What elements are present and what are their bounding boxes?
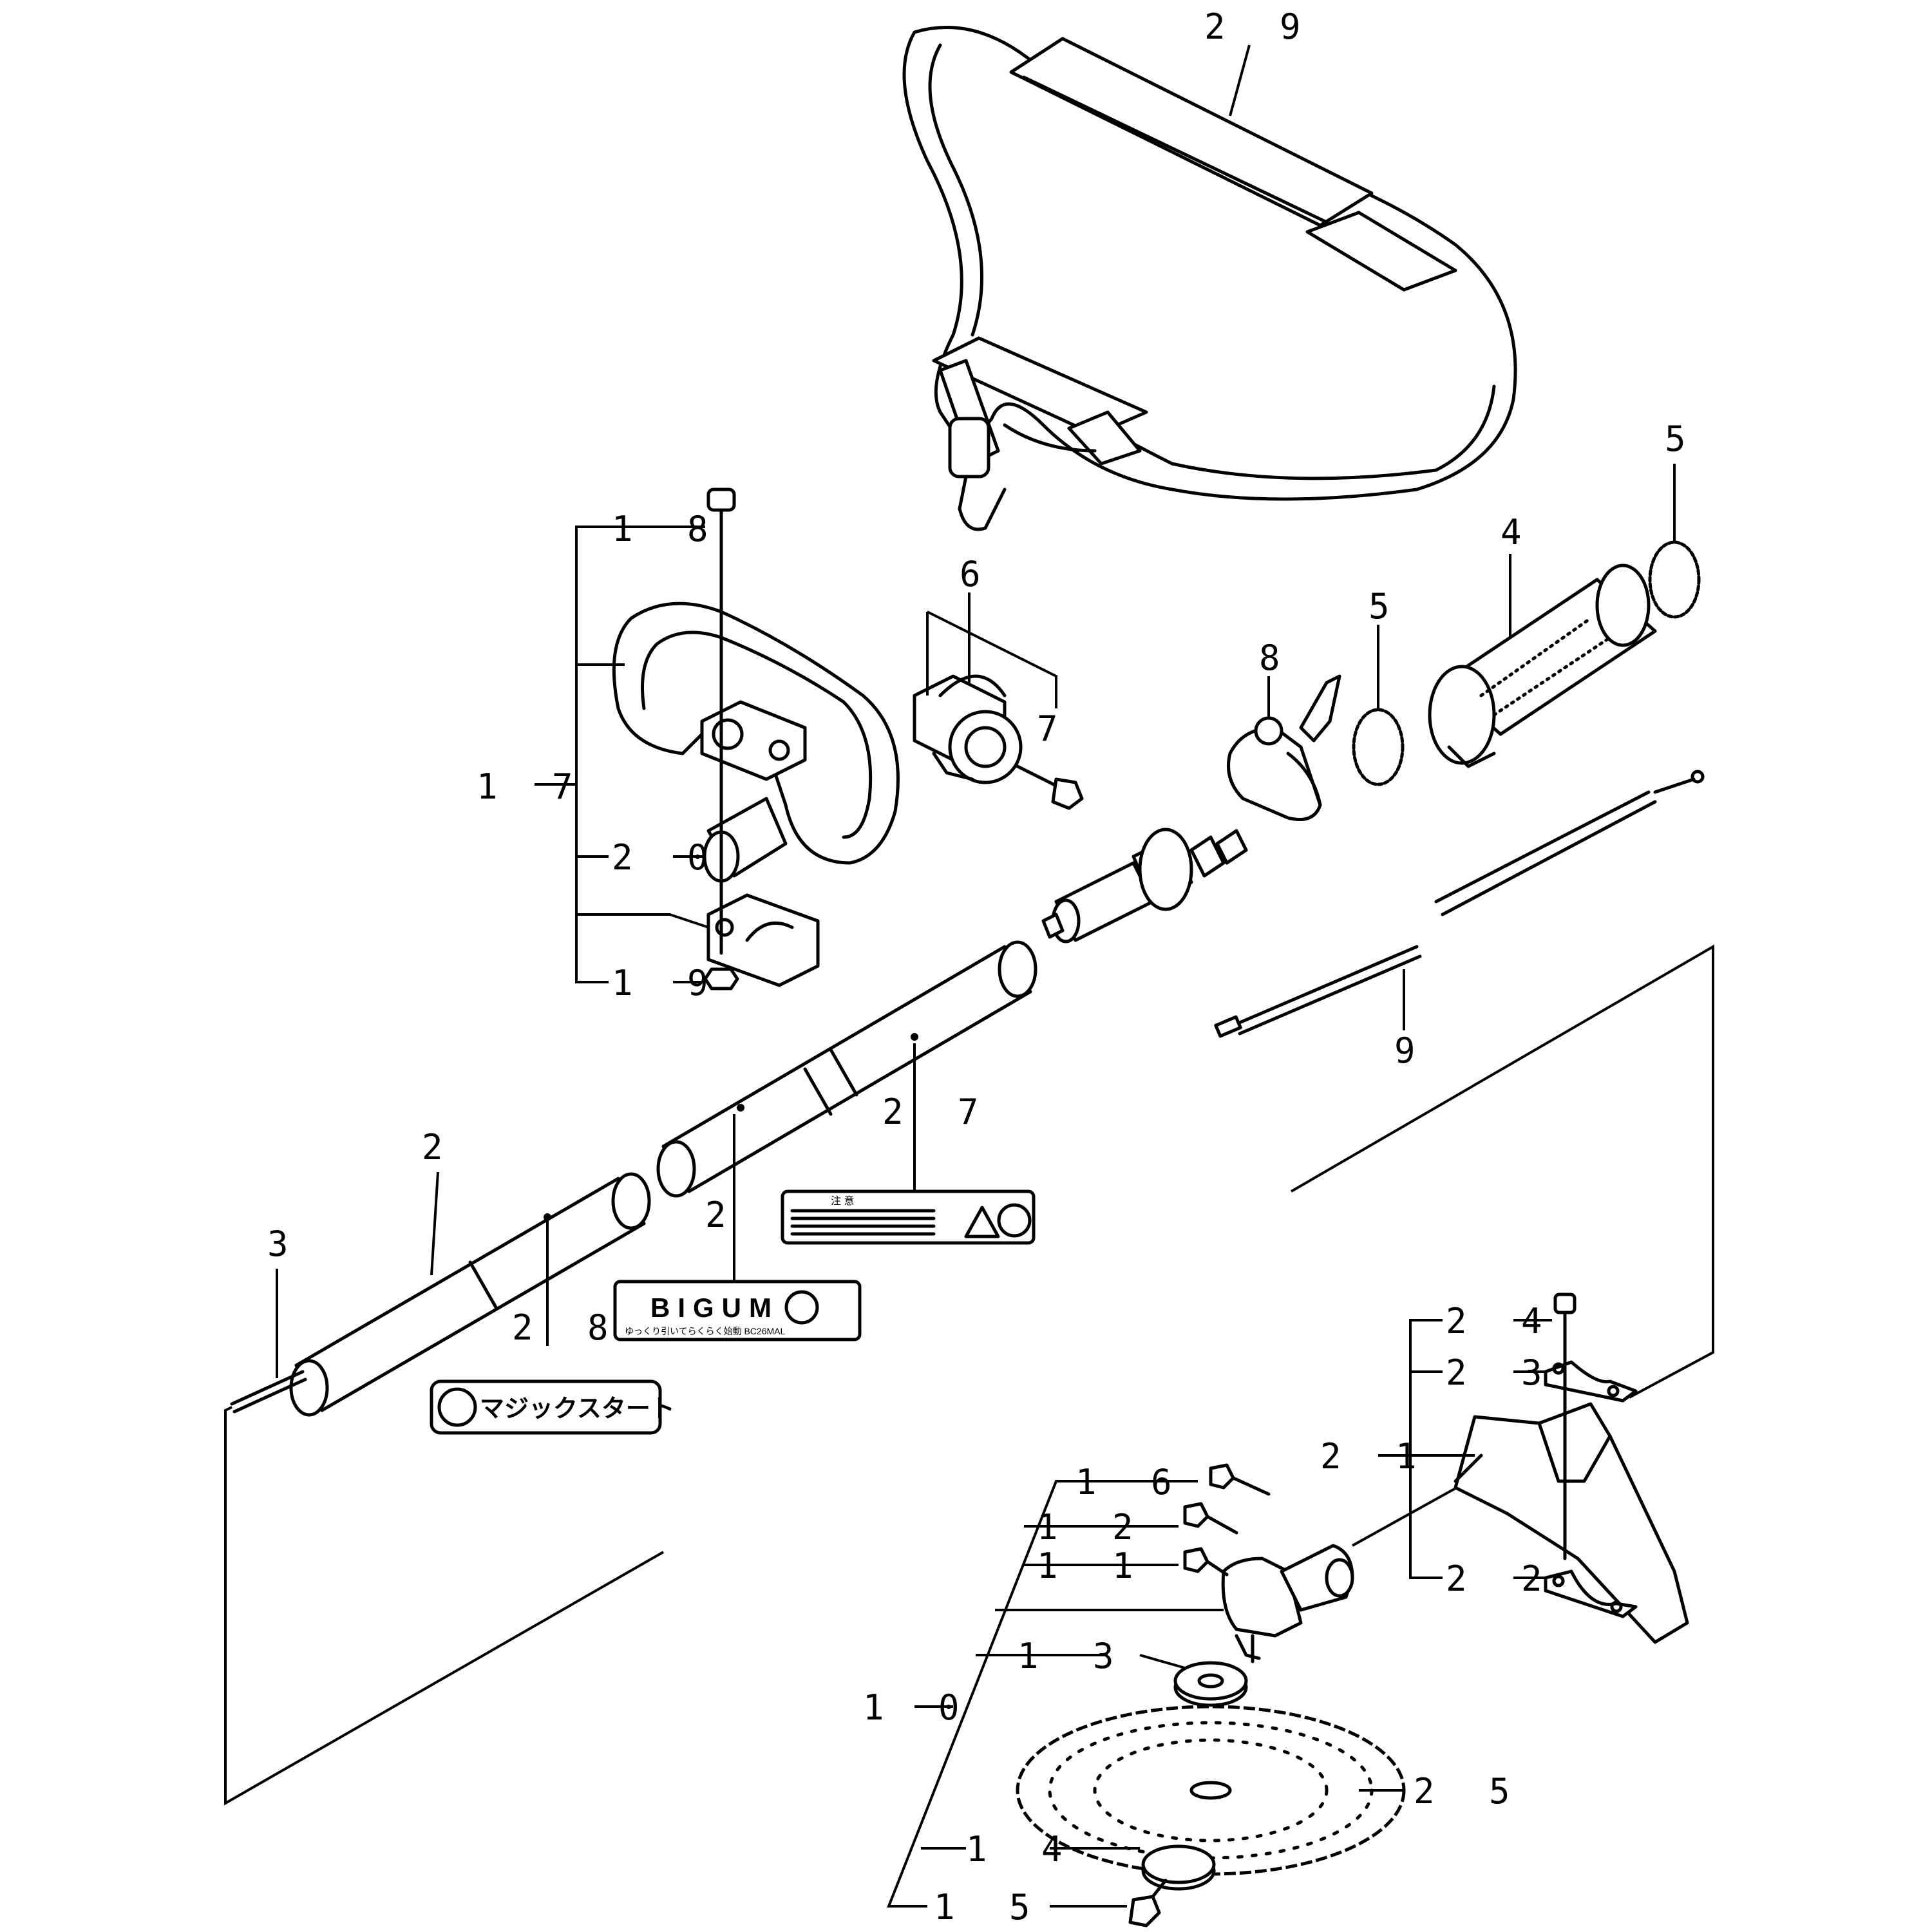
snap-ring-left <box>1352 708 1405 786</box>
gear-bolt-12 <box>1183 1502 1238 1535</box>
warning-decal-title: 注 意 <box>831 1195 854 1207</box>
label-8: 8 <box>1259 638 1297 678</box>
label-2: 2 <box>422 1127 460 1168</box>
throttle-trigger <box>1227 674 1341 821</box>
bracket-10 <box>887 1480 1404 1908</box>
handle-clamp-lower <box>706 893 820 987</box>
guard-clamp-upper <box>1544 1360 1638 1403</box>
label-5a: 5 <box>1665 419 1703 459</box>
label-27: 2 7 <box>882 1092 996 1132</box>
blade-nut <box>1128 1879 1168 1927</box>
label-7: 7 <box>1037 708 1075 749</box>
shoulder-harness <box>902 26 1517 531</box>
label-4: 4 <box>1501 512 1539 553</box>
label-22: 2 2 <box>1446 1558 1559 1599</box>
clamp-screw <box>1016 764 1084 810</box>
label-29: 2 9 <box>1204 6 1318 47</box>
gear-head <box>1221 1544 1354 1663</box>
label-25: 2 5 <box>1414 1771 1527 1812</box>
magic-start-text: マジックスタート <box>480 1396 675 1423</box>
label-13: 1 3 <box>1018 1636 1131 1676</box>
handle-bolt <box>706 488 736 955</box>
label-14: 1 4 <box>966 1829 1079 1870</box>
coupling-shaft <box>1041 828 1248 943</box>
shaft-tip <box>230 1370 307 1414</box>
label-20: 2 0 <box>612 837 725 878</box>
label-3: 3 <box>267 1224 305 1264</box>
label-11: 1 1 <box>1037 1546 1150 1586</box>
warning-decal: 注 意 <box>781 1189 1036 1245</box>
gear-bolt-11 <box>1183 1547 1229 1577</box>
rear-grip <box>1428 564 1657 768</box>
lower-washer <box>1141 1844 1216 1891</box>
guard-bolt <box>1553 1293 1577 1560</box>
guard-clamp-lower <box>1544 1569 1638 1618</box>
loop-handle <box>612 601 900 865</box>
label-10: 1 0 <box>863 1687 976 1728</box>
blade-guard <box>1454 1402 1689 1644</box>
label-16: 1 6 <box>1075 1462 1189 1502</box>
drive-shaft <box>1214 945 1422 1038</box>
label-9: 9 <box>1394 1030 1432 1071</box>
handle-nut <box>703 967 739 990</box>
label-19: 1 9 <box>612 963 725 1003</box>
label-12: 1 2 <box>1037 1507 1150 1548</box>
snap-ring-right <box>1648 540 1701 619</box>
throttle-cable <box>1434 770 1705 916</box>
bracket-21 <box>1378 1319 1552 1579</box>
bigum-logo-text: BIGUM <box>650 1293 779 1323</box>
label-18: 1 8 <box>612 509 725 549</box>
bracket-6-7 <box>926 592 1057 708</box>
bracket-17 <box>535 526 709 983</box>
gear-bolt-16 <box>1209 1463 1271 1496</box>
bigum-decal: BIGUM ゆっくり引いてらくらく始動 BC26MAL <box>613 1280 862 1341</box>
label-6: 6 <box>960 554 998 594</box>
leader-2 <box>430 1171 439 1276</box>
tube-lower <box>289 1172 651 1417</box>
label-15: 1 5 <box>934 1887 1047 1927</box>
label-23: 2 3 <box>1446 1352 1559 1393</box>
label-21: 2 1 <box>1320 1436 1434 1477</box>
label-17: 1 7 <box>477 766 590 807</box>
label-28: 2 8 <box>512 1307 625 1348</box>
leader-29 <box>1229 44 1251 117</box>
magic-start-decal: マジックスタート <box>430 1379 675 1435</box>
label-5b: 5 <box>1368 586 1406 627</box>
label-24: 2 4 <box>1446 1301 1559 1341</box>
bigum-sub-text: ゆっくり引いてらくらく始動 BC26MAL <box>625 1326 785 1336</box>
outer-washer <box>1173 1661 1248 1707</box>
tube-upper <box>656 940 1037 1198</box>
throttle-clamp <box>913 674 1023 784</box>
